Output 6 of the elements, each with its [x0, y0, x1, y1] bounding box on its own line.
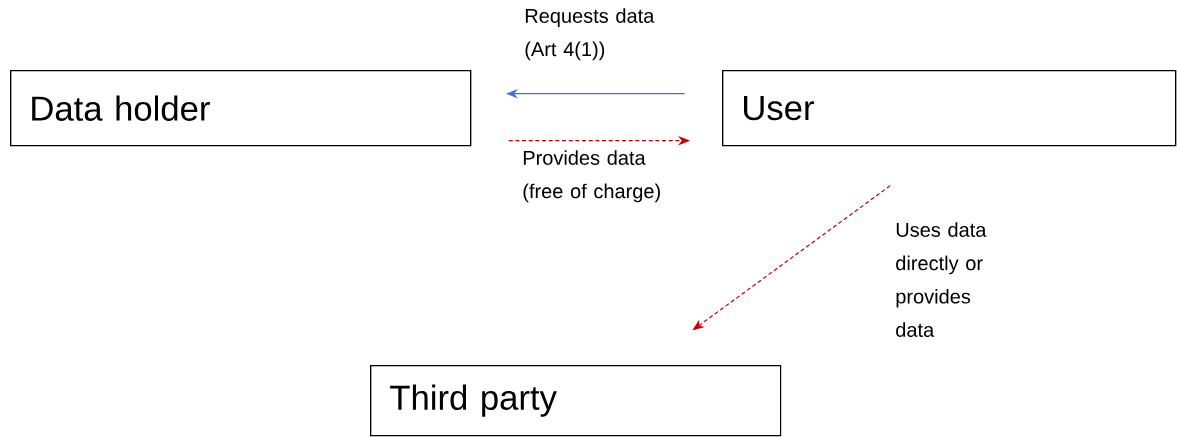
edge-label: Provides data (free of charge) — [523, 150, 660, 203]
edge-label: Uses data directly or provides data — [896, 222, 987, 337]
process-box: User — [722, 70, 1177, 147]
edge-label: Requests data (Art 4(1)) — [525, 8, 655, 61]
process-box: Third party — [370, 365, 782, 437]
process-box: Data holder — [10, 70, 472, 147]
